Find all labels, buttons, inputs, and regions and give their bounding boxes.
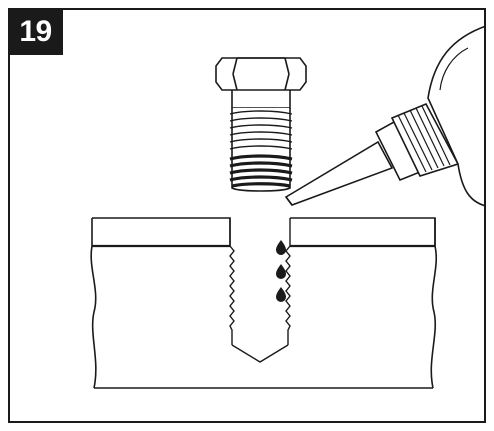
adhesive-drop-icon — [276, 264, 286, 279]
threaded-hole — [229, 218, 291, 363]
adhesive-drops — [276, 240, 286, 302]
workpiece-block — [90, 217, 437, 389]
adhesive-drop-icon — [276, 240, 286, 255]
hex-bolt-icon — [215, 57, 307, 192]
adhesive-drop-icon — [276, 287, 286, 302]
coated-threads — [229, 154, 293, 188]
bolt-threads — [229, 110, 293, 150]
step-number-badge: 19 — [8, 8, 63, 55]
threadlocker-bottle-icon — [284, 24, 487, 208]
